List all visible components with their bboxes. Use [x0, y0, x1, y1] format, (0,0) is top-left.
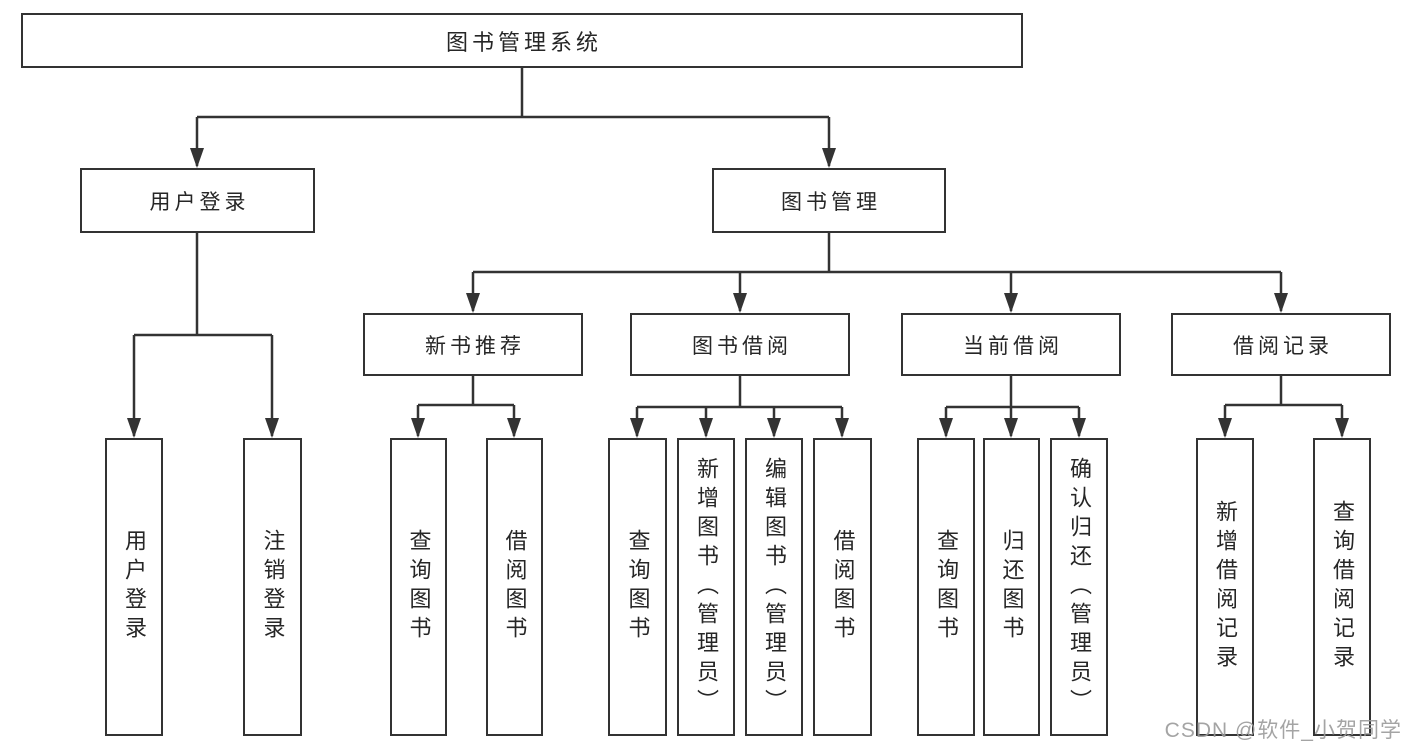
edge-new-book-recommend-to-leaves	[416, 376, 516, 436]
leaf-label: 确认归还（管理员）	[1067, 456, 1092, 718]
node-current-borrow: 当前借阅	[901, 313, 1121, 376]
leaf-query-books-borrow: 查询图书	[608, 438, 667, 736]
leaf-label: 新增借阅记录	[1213, 500, 1238, 674]
leaf-label: 用户登录	[122, 529, 147, 645]
node-library-management-system: 图书管理系统	[21, 13, 1023, 68]
leaf-add-book-admin: 新增图书（管理员）	[677, 438, 735, 736]
node-user-login: 用户登录	[80, 168, 315, 233]
csdn-watermark: CSDN @软件_小贺同学	[1164, 719, 1402, 742]
leaf-return-book: 归还图书	[983, 438, 1040, 736]
leaf-user-login: 用户登录	[105, 438, 163, 736]
leaf-edit-book-admin: 编辑图书（管理员）	[745, 438, 803, 736]
arrowheads	[127, 148, 1349, 438]
leaf-logout: 注销登录	[243, 438, 302, 736]
leaf-borrow-books: 借阅图书	[813, 438, 872, 736]
node-book-management: 图书管理	[712, 168, 946, 233]
leaf-label: 查询图书	[625, 529, 651, 645]
leaf-query-books-recommend: 查询图书	[390, 438, 447, 736]
leaf-borrow-books-recommend: 借阅图书	[486, 438, 543, 736]
edge-borrow-records-to-leaves	[1223, 376, 1344, 436]
leaf-label: 新增图书（管理员）	[694, 456, 719, 718]
node-borrow-records: 借阅记录	[1171, 313, 1391, 376]
edge-user-login-to-leaves	[132, 233, 274, 436]
leaf-label: 借阅图书	[502, 529, 528, 645]
edge-book-borrow-to-leaves	[635, 376, 844, 436]
leaf-label: 编辑图书（管理员）	[762, 456, 787, 718]
node-new-book-recommend: 新书推荐	[363, 313, 583, 376]
leaf-confirm-return-admin: 确认归还（管理员）	[1050, 438, 1108, 736]
leaf-label: 查询图书	[934, 529, 959, 645]
leaf-label: 查询借阅记录	[1330, 500, 1355, 674]
leaf-query-borrow-record: 查询借阅记录	[1313, 438, 1371, 736]
leaf-label: 查询图书	[406, 529, 432, 645]
leaf-label: 借阅图书	[830, 529, 856, 645]
edge-root-to-level2	[195, 68, 831, 166]
leaf-query-books-current: 查询图书	[917, 438, 975, 736]
node-book-borrow: 图书借阅	[630, 313, 850, 376]
leaf-add-borrow-record: 新增借阅记录	[1196, 438, 1254, 736]
leaf-label: 注销登录	[260, 529, 286, 645]
edge-book-management-to-level3	[471, 233, 1283, 311]
leaf-label: 归还图书	[999, 529, 1025, 645]
